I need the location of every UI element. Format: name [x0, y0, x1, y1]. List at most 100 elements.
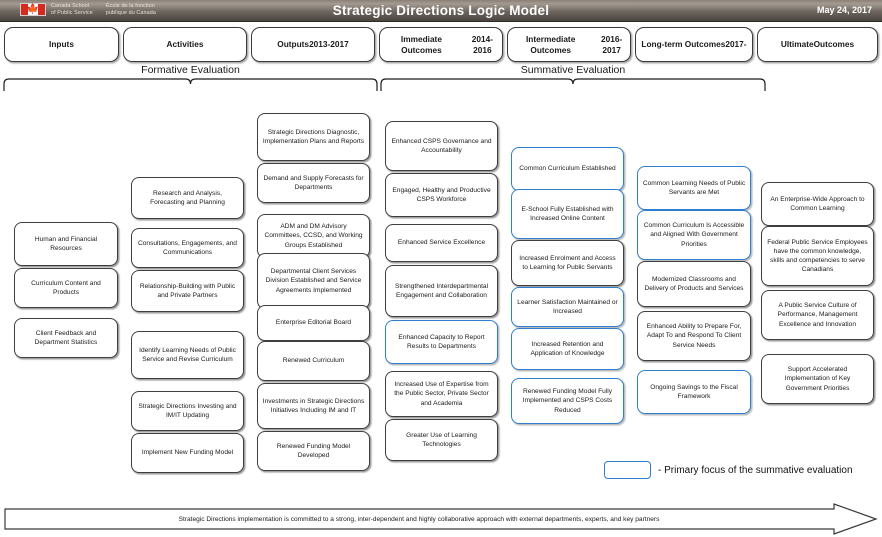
box-outputs-3[interactable]: ADM and DM Advisory Committees, CCSD, an…: [257, 214, 370, 258]
box-label: Consultations, Engagements, and Communic…: [138, 239, 237, 256]
box-outputs-1[interactable]: Strategic Directions Diagnostic, Impleme…: [257, 113, 370, 161]
wordmark-english: Canada School of Public Service: [51, 3, 93, 15]
column-header-line1: Inputs: [49, 39, 74, 49]
box-label: Demand and Supply Forecasts for Departme…: [263, 174, 364, 191]
box-long-term-outcomes-1[interactable]: Common Learning Needs of Public Servants…: [637, 166, 751, 210]
box-outputs-7[interactable]: Investments in Strategic Directions Init…: [257, 383, 370, 429]
box-inputs-1[interactable]: Human and Financial Resources: [14, 222, 118, 266]
box-label: Common Learning Needs of Public Servants…: [642, 179, 746, 196]
column-header-line2: Outcomes: [813, 39, 855, 49]
government-of-canada-wordmark: 🍁 Canada School of Public Service École …: [20, 3, 156, 16]
box-label: Renewed Funding Model Fully Implemented …: [522, 388, 613, 414]
box-label: Increased Retention and Application of K…: [530, 340, 605, 357]
box-intermediate-outcomes-2[interactable]: E-School Fully Established with Increase…: [511, 189, 624, 239]
box-immediate-outcomes-4[interactable]: Strengthened Interdepartmental Engagemen…: [385, 265, 498, 317]
band-label-summative-evaluation: Summative Evaluation: [520, 64, 626, 76]
box-label: E-School Fully Established with Increase…: [521, 205, 614, 222]
box-label: An Enterprise-Wide Approach to Common Le…: [770, 195, 865, 212]
box-immediate-outcomes-2[interactable]: Engaged, Healthy and Productive CSPS Wor…: [385, 173, 498, 217]
column-header-line2: 2013-2017: [309, 39, 349, 49]
box-intermediate-outcomes-1[interactable]: Common Curriculum Established: [511, 147, 624, 191]
box-activities-3[interactable]: Relationship-Building with Public and Pr…: [131, 270, 244, 312]
box-label: Strategic Directions Investing and IM/IT…: [138, 402, 237, 419]
box-label: Enhanced Service Excellence: [397, 239, 486, 247]
box-label: Renewed Funding Model Developed: [276, 442, 351, 459]
box-label: Engaged, Healthy and Productive CSPS Wor…: [392, 186, 491, 203]
box-immediate-outcomes-1[interactable]: Enhanced CSPS Governance and Accountabil…: [385, 121, 498, 171]
box-intermediate-outcomes-4[interactable]: Learner Satisfaction Maintained or Incre…: [511, 287, 624, 327]
column-header-inputs[interactable]: Inputs: [4, 27, 119, 62]
box-immediate-outcomes-3[interactable]: Enhanced Service Excellence: [385, 224, 498, 262]
band-brace: [380, 78, 766, 91]
box-long-term-outcomes-2[interactable]: Common Curriculum Is Accessible and Alig…: [637, 210, 751, 260]
box-label: Enhanced CSPS Governance and Accountabil…: [391, 137, 492, 154]
box-long-term-outcomes-3[interactable]: Modernized Classrooms and Delivery of Pr…: [637, 261, 751, 307]
box-label: A Public Service Culture of Performance,…: [777, 302, 858, 328]
box-outputs-6[interactable]: Renewed Curriculum: [257, 341, 370, 381]
column-header-line1: Activities: [166, 39, 204, 49]
legend-swatch-primary-focus: [604, 461, 651, 479]
box-label: Greater Use of Learning Technologies: [406, 431, 477, 448]
wordmark-en-line2: of Public Service: [51, 9, 93, 16]
box-label: Strategic Directions Diagnostic, Impleme…: [262, 128, 365, 145]
box-label: Identify Learning Needs of Public Servic…: [139, 346, 236, 363]
box-activities-1[interactable]: Research and Analysis, Forecasting and P…: [131, 177, 244, 219]
box-activities-5[interactable]: Strategic Directions Investing and IM/IT…: [131, 391, 244, 431]
box-activities-6[interactable]: Implement New Funding Model: [131, 433, 244, 473]
box-label: Strengthened Interdepartmental Engagemen…: [394, 282, 489, 299]
box-outputs-4[interactable]: Departmental Client Services Division Es…: [257, 253, 370, 309]
column-header-line2: 2017-: [725, 39, 747, 49]
box-label: Implement New Funding Model: [141, 449, 234, 457]
box-long-term-outcomes-4[interactable]: Enhanced Ability to Prepare For, Adapt T…: [637, 311, 751, 361]
footer-arrow: Strategic Directions implementation is c…: [4, 503, 878, 535]
box-outputs-5[interactable]: Enterprise Editorial Board: [257, 305, 370, 341]
box-ultimate-outcomes-3[interactable]: A Public Service Culture of Performance,…: [761, 290, 874, 340]
page-title: Strategic Directions Logic Model: [332, 3, 550, 18]
banner-date: May 24, 2017: [816, 5, 872, 15]
box-label: Curriculum Content and Products: [31, 279, 101, 296]
box-ultimate-outcomes-2[interactable]: Federal Public Service Employees have th…: [761, 226, 874, 286]
box-inputs-2[interactable]: Curriculum Content and Products: [14, 268, 118, 308]
box-label: Relationship-Building with Public and Pr…: [139, 282, 236, 299]
box-label: Research and Analysis, Forecasting and P…: [150, 189, 225, 206]
box-label: Renewed Curriculum: [282, 357, 345, 365]
box-label: Investments in Strategic Directions Init…: [262, 397, 365, 414]
column-header-line1: Immediate Outcomes: [400, 33, 442, 55]
band-brace: [3, 78, 378, 91]
box-immediate-outcomes-7[interactable]: Greater Use of Learning Technologies: [385, 419, 498, 461]
canada-flag-icon: 🍁: [20, 3, 46, 16]
wordmark-fr-line1: École de la fonction: [105, 3, 155, 10]
box-outputs-2[interactable]: Demand and Supply Forecasts for Departme…: [257, 163, 370, 203]
wordmark-french: École de la fonction publique du Canada: [106, 3, 156, 15]
box-label: Common Curriculum Is Accessible and Alig…: [643, 222, 745, 248]
footer-arrow-text: Strategic Directions implementation is c…: [178, 515, 660, 523]
column-header-line1: Outputs: [277, 39, 310, 49]
box-outputs-8[interactable]: Renewed Funding Model Developed: [257, 431, 370, 471]
box-intermediate-outcomes-3[interactable]: Increased Enrolment and Access to Learni…: [511, 240, 624, 286]
legend: - Primary focus of the summative evaluat…: [604, 461, 853, 479]
box-label: Enhanced Capacity to Report Results to D…: [398, 333, 485, 350]
box-intermediate-outcomes-5[interactable]: Increased Retention and Application of K…: [511, 328, 624, 370]
title-banner: 🍁 Canada School of Public Service École …: [0, 0, 882, 22]
box-label: Federal Public Service Employees have th…: [767, 238, 868, 274]
box-long-term-outcomes-5[interactable]: Ongoing Savings to the Fiscal Framework: [637, 370, 751, 414]
box-intermediate-outcomes-6[interactable]: Renewed Funding Model Fully Implemented …: [511, 378, 624, 424]
box-activities-4[interactable]: Identify Learning Needs of Public Servic…: [131, 331, 244, 379]
box-activities-2[interactable]: Consultations, Engagements, and Communic…: [131, 228, 244, 268]
box-immediate-outcomes-6[interactable]: Increased Use of Expertise from the Publ…: [385, 371, 498, 417]
box-ultimate-outcomes-1[interactable]: An Enterprise-Wide Approach to Common Le…: [761, 182, 874, 226]
box-immediate-outcomes-5[interactable]: Enhanced Capacity to Report Results to D…: [385, 320, 498, 364]
box-label: ADM and DM Advisory Committees, CCSD, an…: [264, 223, 363, 249]
box-label: Increased Use of Expertise from the Publ…: [394, 381, 489, 407]
column-header-activities[interactable]: Activities: [123, 27, 247, 62]
band-label-formative-evaluation: Formative Evaluation: [141, 64, 240, 76]
box-inputs-3[interactable]: Client Feedback and Department Statistic…: [14, 318, 118, 358]
box-ultimate-outcomes-4[interactable]: Support Accelerated Implementation of Ke…: [761, 354, 874, 404]
